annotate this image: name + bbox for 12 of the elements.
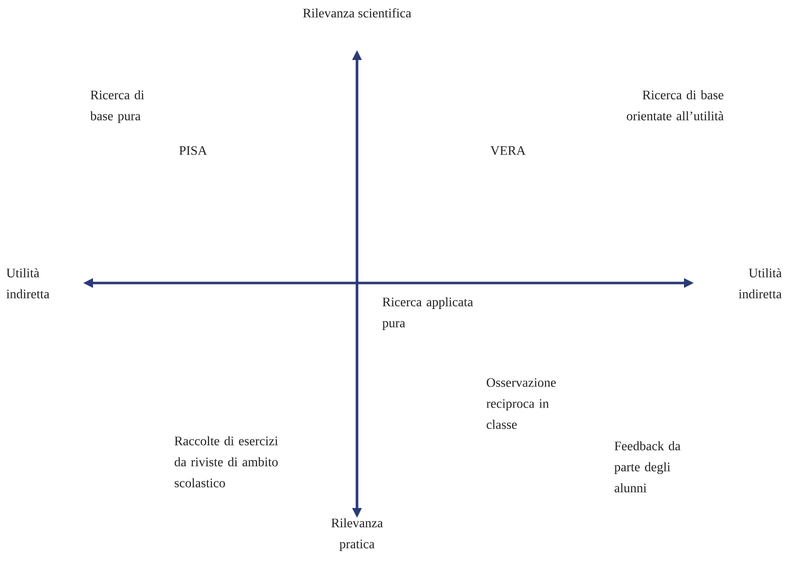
label-text: Raccolte di esercizi da riviste di ambito scolastico <box>174 436 278 488</box>
label-text: Ricerca di base orientate all’utilità <box>626 90 724 120</box>
label-text: PISA <box>179 146 207 155</box>
label-text: Rilevanza scientifica <box>303 8 412 18</box>
label-text: Ricerca di base pura <box>90 90 144 123</box>
label-text: Rilevanza pratica <box>331 518 383 551</box>
label-text: Ricerca applicata pura <box>382 297 473 330</box>
label-text: Feedback da parte degli alunni <box>614 441 680 492</box>
label-text: Osservazione reciproca in classe <box>486 378 556 429</box>
label-text: Utilità indiretta <box>6 268 50 298</box>
label-text: VERA <box>490 146 526 155</box>
label-text: Utilità indiretta <box>738 268 782 298</box>
